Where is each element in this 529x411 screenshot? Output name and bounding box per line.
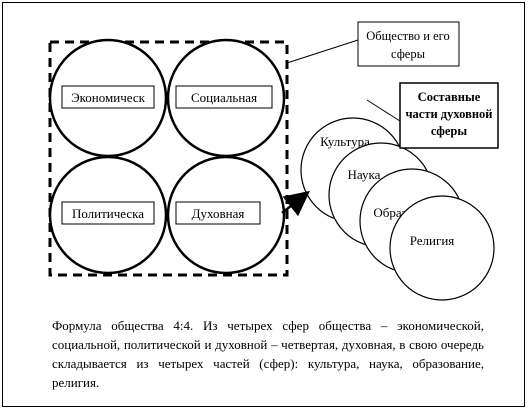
society-callout-line1: Общество и его — [366, 29, 450, 43]
sphere-spiritual: Духовная — [166, 155, 286, 275]
society-callout-line — [286, 39, 359, 64]
spiritual-callout-line — [366, 99, 401, 122]
spiritual-callout-line3: сферы — [431, 124, 468, 138]
science-label: Наука — [348, 167, 381, 182]
spiritual-arrow — [281, 190, 310, 217]
culture-label: Культура — [320, 134, 370, 149]
sphere-political: Политическа — [48, 155, 168, 275]
social-label: Социальная — [191, 90, 257, 105]
society-dashed-frame — [48, 40, 289, 277]
social-label-box — [175, 85, 273, 109]
political-label: Политическа — [72, 206, 144, 221]
economic-label: Экономическ — [71, 90, 146, 105]
spiritual-callout-box — [399, 82, 499, 149]
figure-caption: Формула общества 4:4. Из четырех сфер об… — [52, 318, 484, 390]
spiritual-label-box — [175, 201, 261, 225]
sphere-social: Социальная — [166, 38, 286, 158]
spiritual-callout-line1: Составные — [418, 90, 481, 104]
sphere-economic: Экономическ — [48, 38, 168, 158]
spiritual-callout-line2: части духовной — [405, 107, 492, 121]
political-label-box — [61, 201, 155, 225]
economic-label-box — [61, 85, 155, 109]
spiritual-parts: Культура Наука Образование Религия — [300, 117, 495, 301]
spiritual-label: Духовная — [192, 206, 245, 221]
society-callout-box — [357, 21, 460, 67]
society-callout-line2: сферы — [391, 47, 426, 61]
religion-label: Религия — [410, 233, 455, 248]
religion-circle — [389, 195, 495, 301]
